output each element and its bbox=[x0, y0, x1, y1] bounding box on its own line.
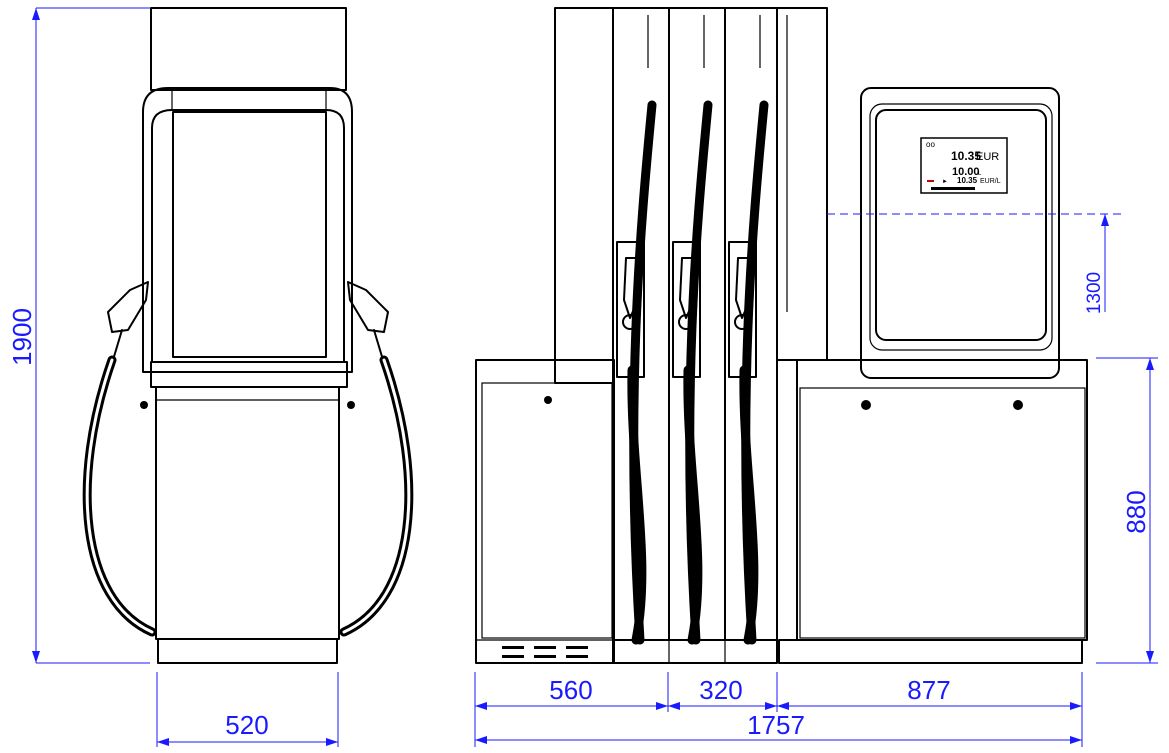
dimension-lines bbox=[32, 7, 1158, 747]
display-amount: 10.35 bbox=[951, 149, 981, 163]
side-view: oo 10.35 EUR 10.00 L ► 10.35 EUR/L bbox=[475, 7, 1088, 664]
dim-1757: 1757 bbox=[747, 710, 805, 740]
dim-1300: 1300 bbox=[1084, 272, 1105, 314]
display-amount-unit: EUR bbox=[976, 151, 999, 163]
svg-text:oo: oo bbox=[926, 140, 935, 149]
dim-520: 520 bbox=[225, 710, 268, 740]
display-price: 10.35 bbox=[957, 176, 978, 185]
price-display: oo 10.35 EUR 10.00 L ► 10.35 EUR/L bbox=[920, 137, 1008, 194]
display-volume-unit: L bbox=[978, 171, 982, 177]
dim-560: 560 bbox=[549, 675, 592, 705]
dim-880: 880 bbox=[1121, 490, 1151, 533]
display-volume: 10.00 bbox=[952, 166, 980, 178]
dim-1900: 1900 bbox=[7, 308, 37, 366]
front-view bbox=[82, 7, 414, 664]
dim-877: 877 bbox=[907, 675, 950, 705]
display-price-unit: EUR/L bbox=[980, 178, 1001, 185]
vent-slots bbox=[502, 646, 588, 658]
dim-320: 320 bbox=[699, 675, 742, 705]
dimension-labels: 1900 520 560 320 877 1757 880 1300 bbox=[7, 272, 1151, 740]
svg-text:►: ► bbox=[942, 179, 948, 185]
